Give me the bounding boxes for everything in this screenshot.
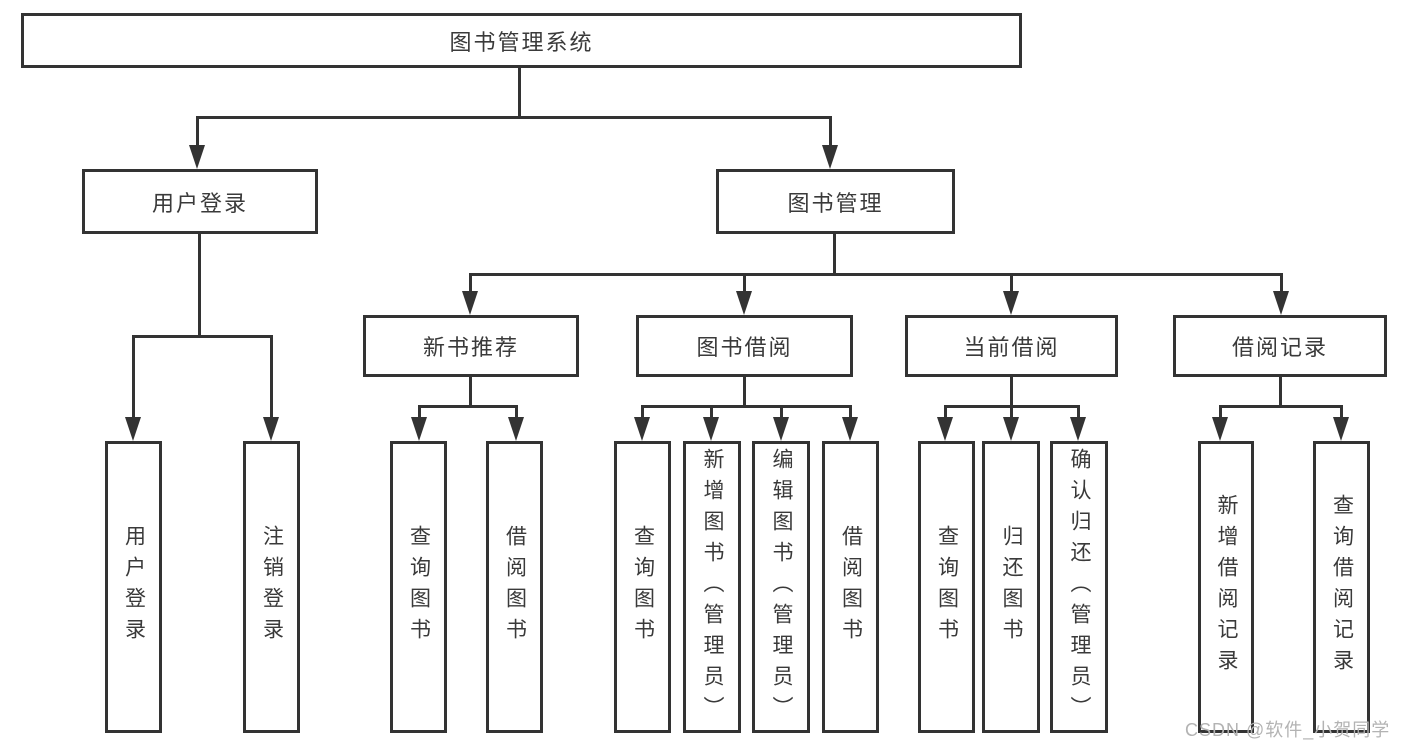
connector-line	[132, 335, 135, 421]
node-user-login: 用户登录	[82, 169, 318, 234]
connector-line	[710, 405, 713, 421]
connector-line	[198, 234, 201, 338]
connector-line	[1340, 405, 1343, 421]
arrowhead-icon	[634, 417, 650, 441]
connector-line	[641, 405, 644, 421]
arrowhead-icon	[1333, 417, 1349, 441]
connector-line	[418, 405, 421, 421]
arrowhead-icon	[1003, 291, 1019, 315]
arrowhead-icon	[1070, 417, 1086, 441]
connector-line	[469, 377, 472, 408]
arrowhead-icon	[937, 417, 953, 441]
connector-line	[780, 405, 783, 421]
node-root-label: 图书管理系统	[449, 29, 594, 55]
leaf-user-login: 用户登录	[105, 441, 162, 733]
arrowhead-icon	[189, 145, 205, 169]
node-borrowing-records: 借阅记录	[1173, 315, 1387, 377]
connector-line	[833, 234, 836, 276]
connector-line	[469, 273, 472, 295]
leaf-newbook-borrow-books: 借阅图书	[486, 441, 543, 733]
leaf-borrow-query-books: 查询图书	[614, 441, 671, 733]
leaf-borrow-add-books-admin: 新增图书（管理员）	[683, 441, 741, 733]
leaf-user-login-label: 用户登录	[122, 525, 146, 649]
node-book-management-label: 图书管理	[787, 190, 884, 216]
node-current-borrowing: 当前借阅	[905, 315, 1118, 377]
leaf-logout-label: 注销登录	[260, 525, 284, 649]
node-book-management: 图书管理	[716, 169, 955, 234]
connector-line	[1077, 405, 1080, 421]
leaf-borrow-borrow-books: 借阅图书	[822, 441, 879, 733]
connector-line	[270, 335, 273, 421]
leaf-borrow-query-books-label: 查询图书	[631, 525, 655, 649]
leaf-newbook-query-books: 查询图书	[390, 441, 447, 733]
arrowhead-icon	[1212, 417, 1228, 441]
connector-line	[641, 405, 852, 408]
leaf-current-confirm-return-admin: 确认归还（管理员）	[1050, 441, 1108, 733]
arrowhead-icon	[1003, 417, 1019, 441]
leaf-borrow-edit-books-admin: 编辑图书（管理员）	[752, 441, 810, 733]
connector-line	[944, 405, 947, 421]
connector-line	[469, 273, 1283, 276]
leaf-current-query-books: 查询图书	[918, 441, 975, 733]
connector-line	[829, 116, 832, 148]
arrowhead-icon	[1273, 291, 1289, 315]
connector-line	[1010, 377, 1013, 408]
leaf-current-query-books-label: 查询图书	[935, 525, 959, 649]
connector-line	[743, 273, 746, 295]
connector-line	[518, 68, 521, 119]
leaf-borrow-edit-books-admin-label: 编辑图书（管理员）	[770, 447, 793, 727]
node-current-borrowing-label: 当前借阅	[963, 335, 1060, 360]
node-new-book-recommend: 新书推荐	[363, 315, 579, 377]
leaf-borrow-borrow-books-label: 借阅图书	[839, 525, 863, 649]
arrowhead-icon	[508, 417, 524, 441]
leaf-records-query-record: 查询借阅记录	[1313, 441, 1370, 733]
arrowhead-icon	[703, 417, 719, 441]
connector-line	[196, 116, 832, 119]
leaf-current-confirm-return-admin-label: 确认归还（管理员）	[1068, 447, 1091, 727]
leaf-records-query-record-label: 查询借阅记录	[1330, 494, 1354, 680]
connector-line	[1219, 405, 1343, 408]
connector-line	[1280, 273, 1283, 295]
node-user-login-label: 用户登录	[151, 190, 248, 216]
connector-line	[132, 335, 273, 338]
arrowhead-icon	[411, 417, 427, 441]
arrowhead-icon	[842, 417, 858, 441]
arrowhead-icon	[736, 291, 752, 315]
node-book-borrowing-label: 图书借阅	[696, 335, 793, 360]
node-new-book-recommend-label: 新书推荐	[422, 335, 519, 360]
connector-line	[743, 377, 746, 408]
connector-line	[418, 405, 518, 408]
leaf-borrow-add-books-admin-label: 新增图书（管理员）	[701, 447, 724, 727]
leaf-current-return-books: 归还图书	[982, 441, 1040, 733]
node-book-borrowing: 图书借阅	[636, 315, 853, 377]
connector-line	[849, 405, 852, 421]
leaf-records-add-record: 新增借阅记录	[1198, 441, 1254, 733]
leaf-newbook-borrow-books-label: 借阅图书	[503, 525, 527, 649]
node-borrowing-records-label: 借阅记录	[1231, 335, 1328, 360]
node-root: 图书管理系统	[21, 13, 1022, 68]
connector-line	[1010, 405, 1013, 421]
leaf-current-return-books-label: 归还图书	[1000, 525, 1023, 649]
csdn-watermark: CSDN @软件_小贺同学	[1185, 720, 1391, 740]
arrowhead-icon	[125, 417, 141, 441]
connector-line	[1010, 273, 1013, 295]
connector-line	[515, 405, 518, 421]
leaf-logout: 注销登录	[243, 441, 300, 733]
leaf-records-add-record-label: 新增借阅记录	[1215, 494, 1238, 680]
connector-line	[1279, 377, 1282, 408]
arrowhead-icon	[822, 145, 838, 169]
connector-line	[1219, 405, 1222, 421]
connector-line	[196, 116, 199, 148]
leaf-newbook-query-books-label: 查询图书	[407, 525, 431, 649]
arrowhead-icon	[462, 291, 478, 315]
arrowhead-icon	[263, 417, 279, 441]
arrowhead-icon	[773, 417, 789, 441]
